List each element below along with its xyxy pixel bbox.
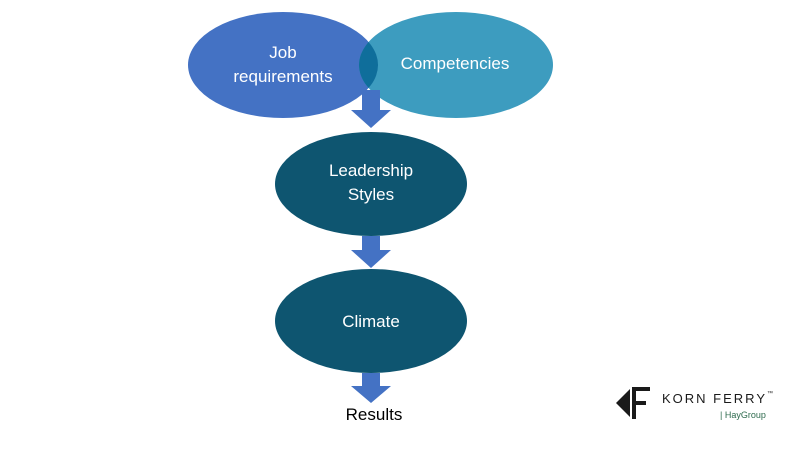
arrow-down-1: [351, 90, 391, 128]
competencies-ellipse: [359, 12, 553, 118]
climate-label: Climate: [342, 312, 400, 331]
job-requirements-ellipse: [188, 12, 378, 118]
results-label: Results: [345, 405, 403, 424]
competencies-label: Competencies: [400, 54, 510, 73]
leadership-styles-label: Leadership Styles: [328, 161, 414, 204]
logo-wordmark: KORN FERRY™: [662, 391, 773, 406]
arrow-down-3: [351, 373, 391, 403]
logo-name: KORN FERRY: [662, 391, 767, 406]
leadership-styles-ellipse: [275, 132, 467, 236]
arrow-down-2: [351, 236, 391, 268]
korn-ferry-logo-mark-icon: [616, 387, 650, 419]
logo-trademark: ™: [767, 391, 773, 397]
job-requirements-label: Job requirements: [233, 43, 333, 86]
climate-ellipse: [275, 269, 467, 373]
logo-subbrand: | HayGroup: [720, 410, 766, 420]
korn-ferry-logo: KORN FERRY™ | HayGroup: [612, 383, 792, 423]
